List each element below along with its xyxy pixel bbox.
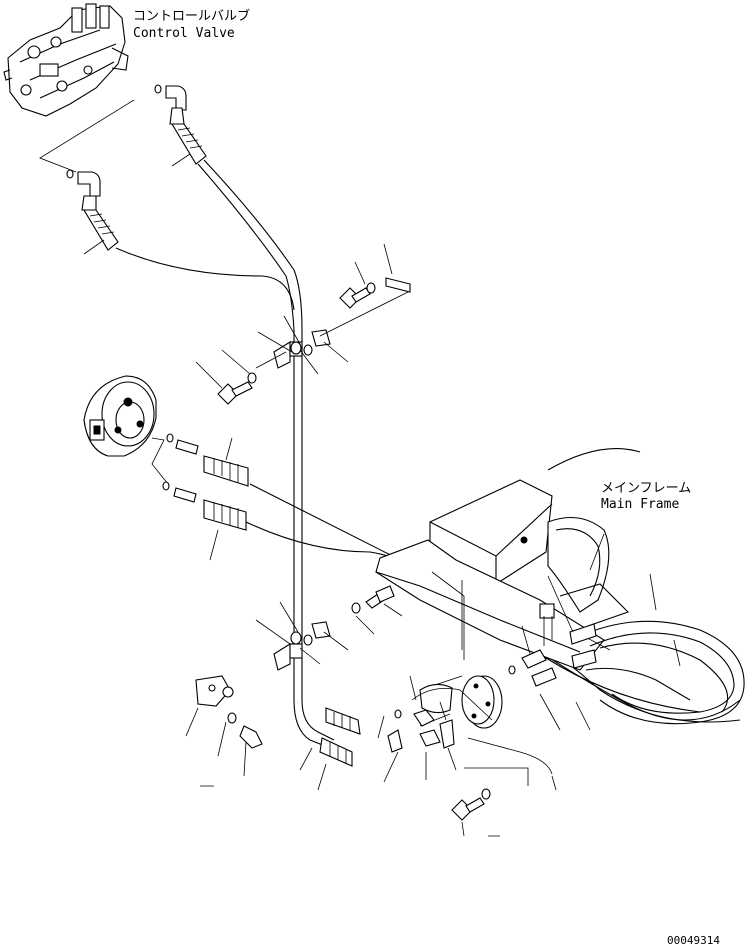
fittings-brake [162,433,249,561]
fittings-right [508,625,591,731]
bolt-bottom [451,737,557,837]
control-valve-label-jp: コントロールバルブ [133,8,250,24]
valve-leader [39,99,135,173]
bolt-left-upper [195,349,287,405]
control-valve [3,3,129,117]
fittings-lower-center [377,675,493,783]
bolt-lower-center [351,585,403,635]
bracket-lower-left [185,675,263,787]
main-frame-label-en: Main Frame [601,497,679,512]
flange-disc [419,675,503,729]
elbow-fitting-lower [66,169,101,211]
hose-coil-right [569,573,745,725]
bolt-upper-right [319,243,411,337]
elbow-fitting-upper [154,84,187,125]
control-valve-label-en: Control Valve [133,26,235,41]
hose-routing [115,159,741,749]
drawing-number: 00049314 [667,934,720,947]
clamp-upper [257,315,349,375]
brake-drum [83,375,169,485]
hose-end-lower [83,209,119,255]
clamp-lower [255,601,349,671]
main-frame [375,479,729,713]
hose-end-upper [171,123,207,167]
hose-end-lower-pipe [299,707,361,791]
main-frame-label-jp: メインフレーム [601,481,691,496]
